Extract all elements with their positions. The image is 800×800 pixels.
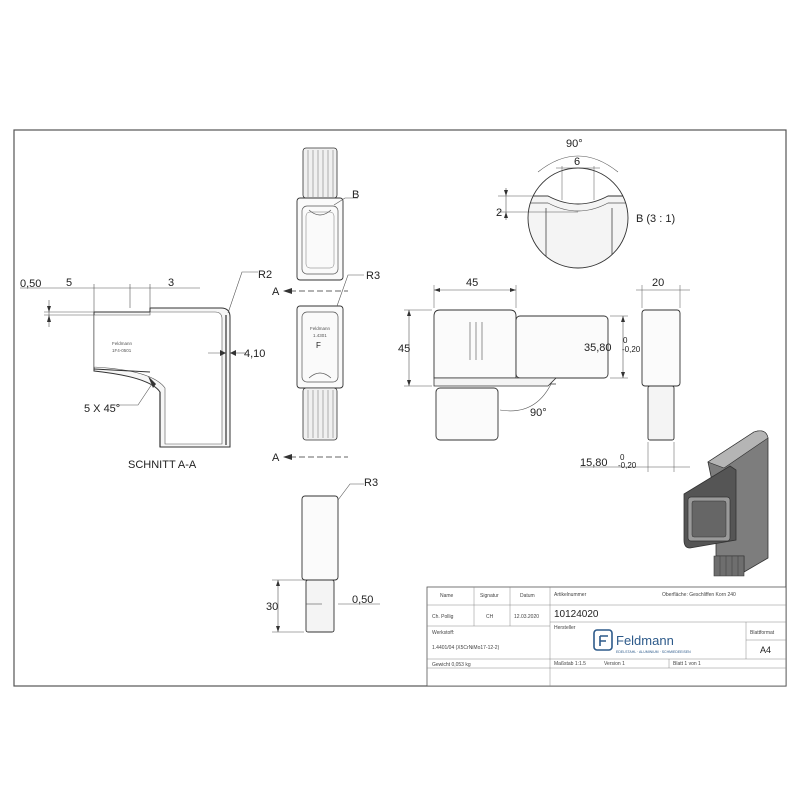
detail-b-view: 90° 6 2 B (3 : 1) [496, 138, 675, 269]
section-marker-top: A [272, 286, 280, 298]
tb-sheet-format-label: Blattformat [750, 630, 775, 636]
dim-bottom-length: 30 [266, 601, 278, 613]
section-chamfer-label: 5 X 45° [84, 403, 120, 415]
company-logo-icon [593, 629, 613, 651]
isometric-render [683, 430, 769, 577]
tb-surface: Oberfläche: Geschliffen Korn 240 [662, 592, 736, 598]
tb-author: Ch. Pollig [432, 614, 454, 620]
tb-company: Feldmann [616, 633, 674, 648]
dim-end-plug-width: 15,80 [580, 457, 608, 469]
dim-front-tol-upper: 0 [623, 336, 628, 345]
tb-material-value: 1.4401/04 (X5CrNiMo17-12-2) [432, 645, 500, 651]
end-view: 20 15,80 0 -0,20 [580, 277, 690, 472]
section-radius-label: R2 [258, 269, 272, 281]
side-radius-label: R3 [366, 270, 380, 282]
dim-end-tol-lower: -0,20 [618, 461, 637, 470]
dim-front-height: 45 [398, 343, 410, 355]
front-view: 45 45 35,80 0 -0,20 90° [398, 277, 641, 441]
tb-scale: Maßstab 1:1.5 [554, 661, 586, 667]
tb-article-label: Artikelnummer [554, 592, 587, 598]
section-stamp-line2: 1F4-0501 [112, 348, 132, 353]
tb-article-number: 10124020 [554, 609, 599, 620]
side-stamp-line1: Feldmann [310, 326, 331, 331]
dim-front-tube-height: 35,80 [584, 342, 612, 354]
front-angle-label: 90° [530, 407, 547, 419]
title-block: Name Signatur Datum Ch. Pollig CH 12.03.… [426, 586, 787, 687]
dim-front-width: 45 [466, 277, 478, 289]
section-marker-bottom: A [272, 452, 280, 464]
bottom-view: R3 30 0,50 [266, 477, 380, 633]
drawing-frame [13, 129, 787, 687]
tb-manufacturer-label: Hersteller [554, 625, 576, 631]
section-cavity [93, 311, 223, 445]
dim-section-wall: 0,50 [20, 278, 41, 290]
tb-sheet-format: A4 [760, 645, 771, 655]
dim-section-right: 3 [168, 277, 174, 289]
detail-b-label: B (3 : 1) [636, 213, 675, 225]
dim-section-left: 5 [66, 277, 72, 289]
side-view: Feldmann 1.4301 F A A B R3 [272, 147, 380, 464]
dim-end-tol-upper: 0 [620, 453, 625, 462]
tb-company-tagline: EDELSTAHL · ALUMINIUM · SCHMIEDEEISEN [616, 650, 691, 654]
dim-front-tol-lower: -0,20 [622, 345, 641, 354]
tb-material-label: Werkstoff: [432, 630, 454, 636]
dim-section-wall-right: 4,10 [244, 348, 265, 360]
side-stamp-line2: 1.4301 [313, 333, 327, 338]
side-stamp-logo: F [316, 341, 321, 350]
tb-col-date: Datum [520, 593, 535, 599]
detail-b-width: 6 [574, 156, 580, 168]
tb-sheet-count: Blatt 1 von 1 [673, 661, 701, 667]
detail-b-angle: 90° [566, 138, 583, 150]
tb-weight: Gewicht 0,053 kg [432, 662, 471, 668]
tb-col-signature: Signatur [480, 593, 499, 599]
detail-b-marker: B [352, 189, 359, 201]
tb-version: Version 1 [604, 661, 625, 667]
tb-signature: CH [486, 614, 494, 620]
dim-end-width: 20 [652, 277, 664, 289]
section-view-label: SCHNITT A-A [128, 459, 197, 471]
bottom-radius-label: R3 [364, 477, 378, 489]
dim-bottom-wall: 0,50 [352, 594, 373, 606]
tb-date: 12.03.2020 [514, 614, 539, 620]
detail-b-depth: 2 [496, 207, 502, 219]
section-view-a-a: Feldmann 1F4-0501 5 3 0,50 R2 4,10 5 X 4… [20, 269, 272, 471]
tb-col-name: Name [440, 593, 454, 599]
section-stamp-line1: Feldmann [112, 341, 133, 346]
